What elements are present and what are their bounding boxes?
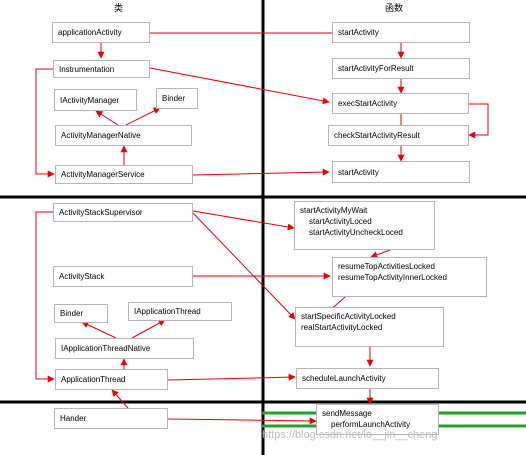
node-fn-startspecific-group: startSpecificActivityLocked realStartAct… [295, 307, 444, 347]
fn-realstartactivitylocked: realStartActivityLocked [301, 323, 383, 332]
arrow-exec-check [468, 103, 489, 139]
node-fn-sendmessage-group: sendMessage performLaunchActivity [316, 404, 439, 435]
node-activitymanagerservice: ActivityManagerService [55, 165, 193, 184]
arrow-hander-sendmessage [167, 417, 317, 425]
node-fn-startactivity-service: startActivity [332, 161, 470, 183]
node-instrumentation: Instrumentation [53, 60, 150, 78]
node-activitystack: ActivityStack [53, 266, 193, 287]
node-fn-checkstartactivityresult: checkStartActivityResult [328, 125, 469, 146]
node-binder-bottom: Binder [54, 304, 108, 323]
arrow-ams-startactivity2 [192, 168, 330, 176]
arrow-supervisor-appthread [35, 211, 55, 383]
node-activitymanagernative: ActivityManagerNative [55, 125, 192, 146]
node-fn-schedulelaunchactivity: scheduleLaunchActivity [296, 368, 439, 389]
fn-resumetopactivitieslocked: resumeTopActivitiesLocked [338, 262, 435, 271]
node-binder-top: Binder [156, 88, 198, 109]
fn-startspecificactivitylocked: startSpecificActivityLocked [301, 312, 396, 321]
classes-header: 类 [114, 3, 124, 13]
fn-sendmessage: sendMessage [322, 409, 372, 418]
node-fn-resumetop-group: resumeTopActivitiesLocked resumeTopActiv… [332, 257, 487, 297]
arrow-native-binder2 [81, 321, 117, 339]
arrow-supervisor-specific [192, 212, 296, 320]
arrow-native-iapp [131, 319, 166, 339]
node-iapplicationthread: IApplicationThread [128, 302, 232, 321]
fn-startactivitymywait: startActivityMyWait [300, 206, 368, 215]
node-fn-startactivitymywait-group: startActivityMyWait startActivityLoced s… [294, 201, 435, 250]
fn-performlaunchactivity: performLaunchActivity [331, 420, 411, 429]
node-iapplicationthreadnative: IApplicationThreadNative [55, 338, 194, 359]
node-applicationthread: ApplicationThread [55, 369, 168, 390]
watermark: https://blog.csdn.net/lo__jin__cheng [262, 429, 438, 441]
fn-resumetopactivityinnerlocked: resumeTopActivityInnerLocked [338, 273, 447, 282]
arrow-native-binder [125, 107, 161, 126]
arrow-instr-ams [35, 68, 55, 178]
arrow-maywait-resume [370, 249, 391, 259]
node-iactivitymanager: IActivityManager [54, 89, 137, 111]
node-fn-startactivityforresult: startActivityForResult [332, 58, 470, 79]
fn-startactivitylocked: startActivityLoced [309, 217, 372, 226]
arrow-native-iam [95, 110, 119, 126]
node-fn-execstartactivity: execStartActivity [332, 93, 469, 114]
arrow-supervisor-maywait [192, 210, 295, 231]
node-fn-startactivity: startActivity [332, 22, 470, 43]
arrow-hander-appthread [111, 389, 129, 409]
node-hander: Hander [54, 408, 168, 429]
arrow-instr-exec [149, 67, 330, 105]
node-application-activity: applicationActivity [52, 22, 150, 43]
arrow-appthread-schedule [167, 373, 296, 381]
functions-header: 函数 [385, 3, 404, 13]
fn-startactivityunchecklocked: startActivityUncheckLoced [309, 228, 403, 237]
node-activitystacksupervisor: ActivityStackSupervisor [53, 203, 193, 222]
